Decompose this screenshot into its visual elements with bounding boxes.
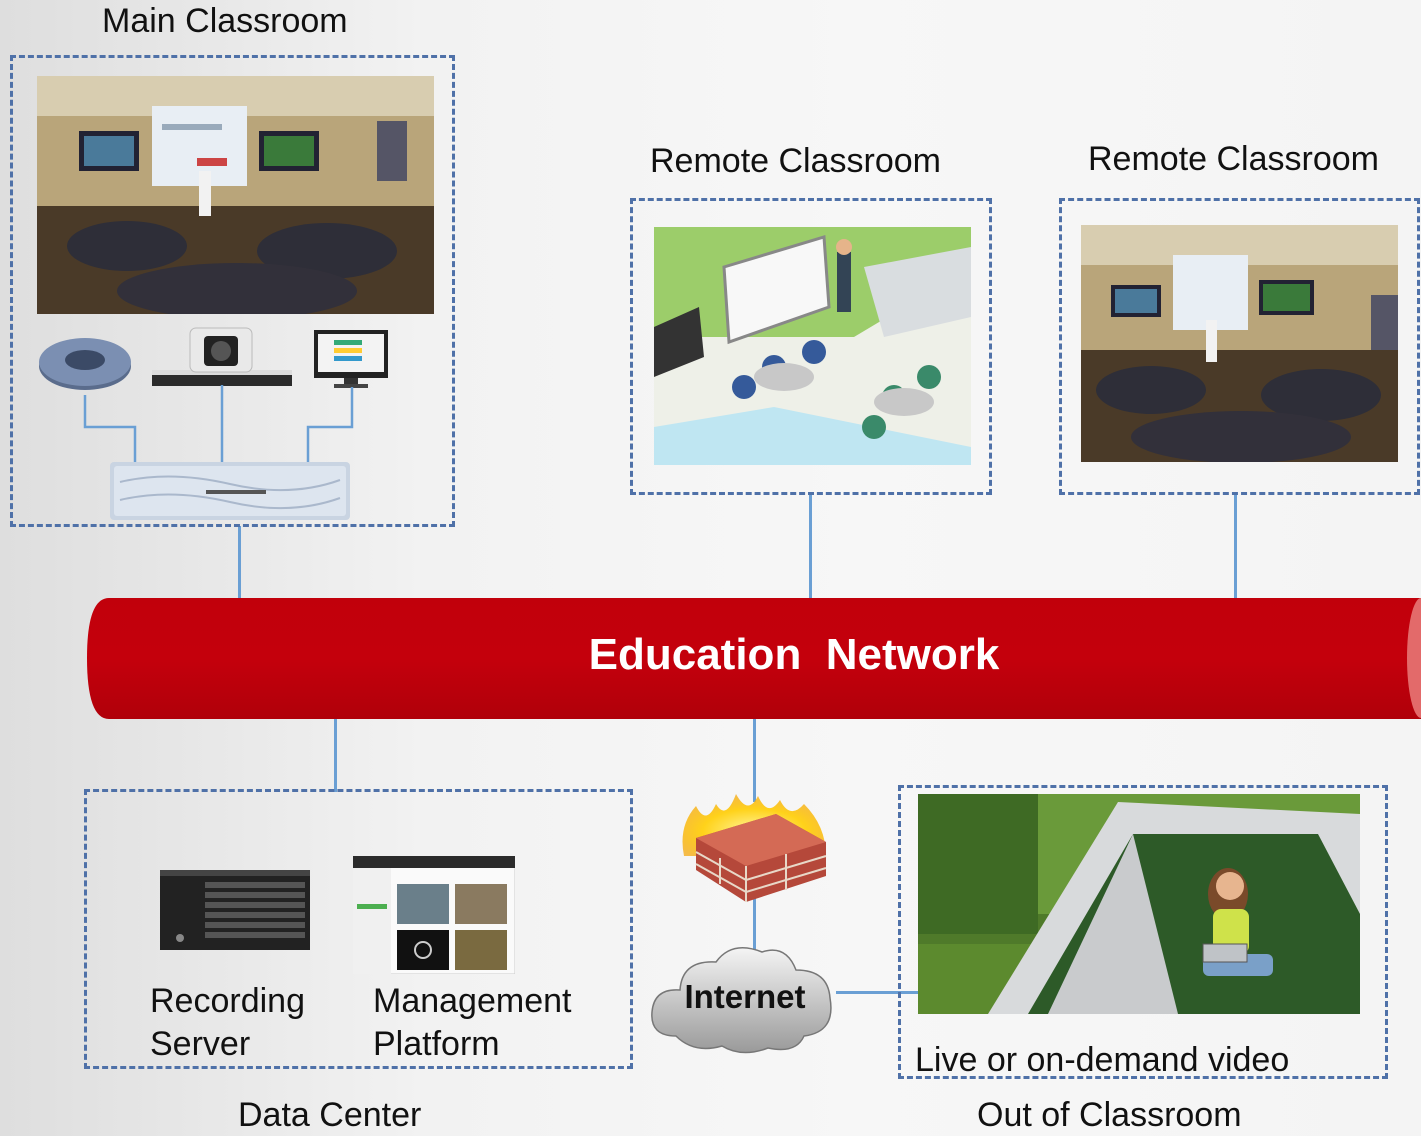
remote-classroom-1-box — [630, 198, 992, 495]
data-center-title: Data Center — [238, 1096, 422, 1134]
out-of-classroom-box — [898, 785, 1388, 1079]
out-of-classroom-caption: Live or on-demand video — [915, 1041, 1290, 1079]
main-classroom-connector — [238, 526, 241, 602]
firewall-connector-top — [753, 716, 756, 802]
education-network-pipe — [87, 598, 1421, 719]
codec-icon — [110, 462, 350, 520]
cloud-icon — [646, 936, 838, 1056]
remote-classroom-1-title: Remote Classroom — [650, 142, 941, 180]
management-platform-label-line2: Platform — [373, 1025, 500, 1063]
recording-server-label-line2: Server — [150, 1025, 251, 1063]
ptz-camera-icon — [152, 326, 292, 388]
remote-classroom-2-title: Remote Classroom — [1088, 140, 1379, 178]
remote-classroom-1-connector — [809, 494, 812, 602]
out-of-classroom-title: Out of Classroom — [977, 1096, 1242, 1134]
internet-label: Internet — [684, 978, 806, 1015]
management-platform-label-line1: Management — [373, 982, 572, 1020]
remote-classroom-2-connector — [1234, 494, 1237, 602]
out-of-classroom-photo — [918, 794, 1360, 1014]
data-center-connector — [334, 716, 337, 792]
speakerphone-icon — [37, 332, 133, 392]
firewall-internet-connector — [753, 895, 756, 950]
recording-server-label-line1: Recording — [150, 982, 305, 1020]
remote-classroom-2-box — [1059, 198, 1420, 495]
remote-classroom-2-photo — [1081, 225, 1398, 462]
monitor-icon — [314, 330, 388, 388]
education-network-label: Education Network — [588, 630, 1000, 679]
main-classroom-title: Main Classroom — [102, 2, 348, 40]
management-screen-icon — [352, 855, 516, 975]
server-icon — [160, 870, 310, 950]
internet-out-of-classroom-connector — [836, 991, 918, 994]
main-classroom-photo — [37, 76, 434, 314]
recording-server-label: Recording Server — [150, 980, 305, 1066]
management-platform-label: Management Platform — [373, 980, 571, 1066]
device-wiring — [83, 385, 354, 463]
data-center-box — [84, 789, 633, 1069]
remote-classroom-1-illustration — [654, 227, 971, 465]
firewall-icon — [676, 786, 836, 906]
main-classroom-box — [10, 55, 455, 527]
